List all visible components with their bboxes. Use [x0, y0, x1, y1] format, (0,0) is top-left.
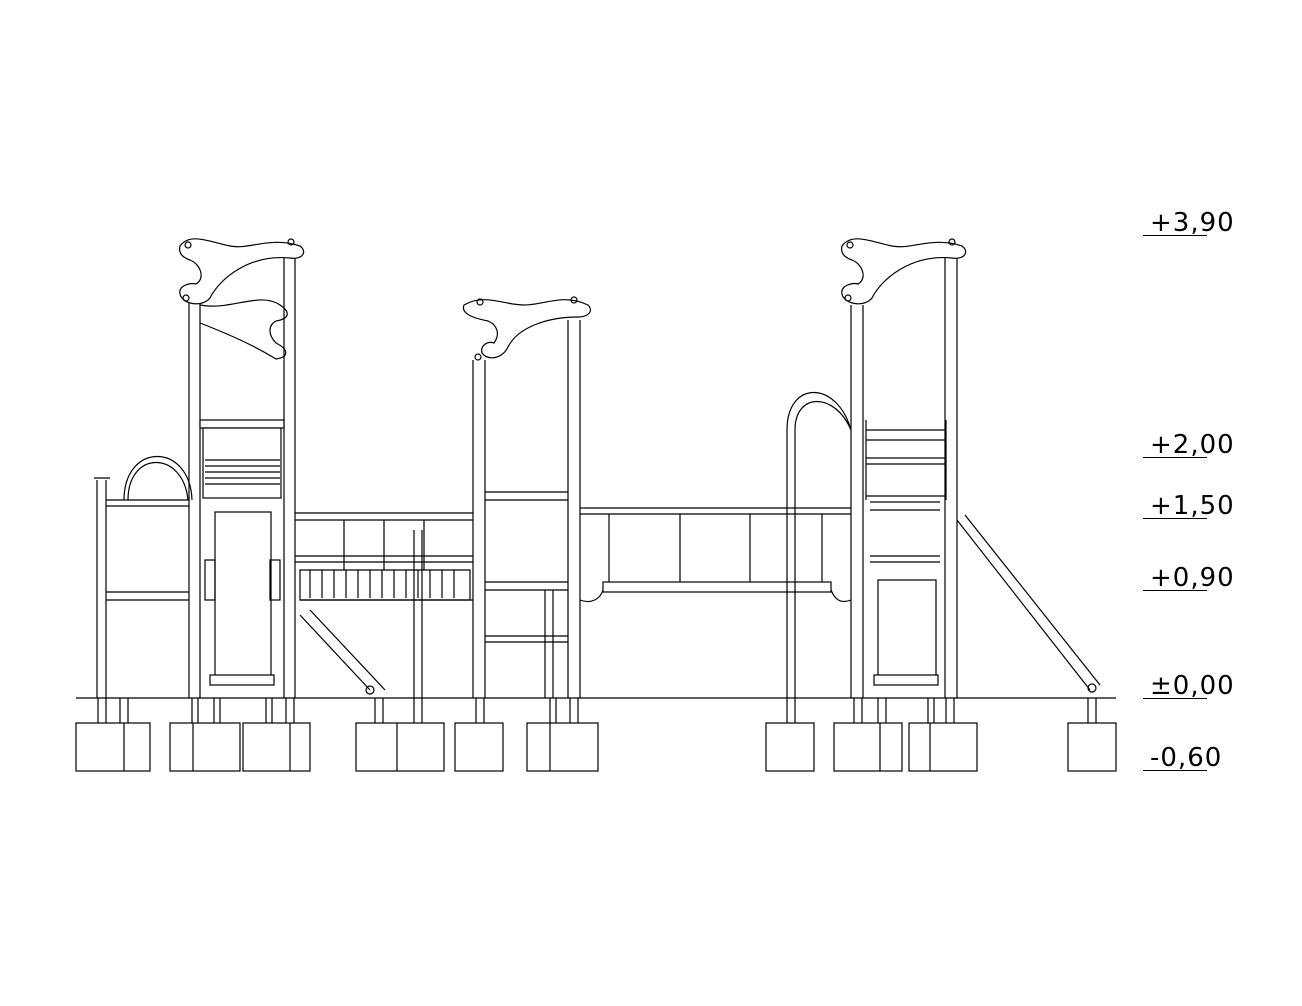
level-label-0-00: ±0,00: [1150, 671, 1235, 701]
level-label-3-90: +3,90: [1150, 208, 1235, 238]
level-label-1-50: +1,50: [1150, 491, 1235, 521]
right-tower: [786, 238, 1101, 698]
left-bridge: [295, 512, 473, 698]
footings: [75, 698, 1117, 772]
level-label-0-90: +0,90: [1150, 563, 1235, 593]
level-line-minus-0-60: [1143, 770, 1207, 771]
level-label-2-00: +2,00: [1150, 430, 1235, 460]
level-line-1-50: [1143, 518, 1207, 519]
middle-tower: [462, 296, 591, 698]
level-line-2-00: [1143, 457, 1207, 458]
level-line-0-00: [1143, 698, 1207, 699]
level-line-3-90: [1143, 235, 1207, 236]
level-label-minus-0-60: -0,60: [1150, 743, 1223, 773]
left-tower: [94, 238, 305, 698]
rope-bridge: [579, 507, 852, 603]
level-line-0-90: [1143, 590, 1207, 591]
